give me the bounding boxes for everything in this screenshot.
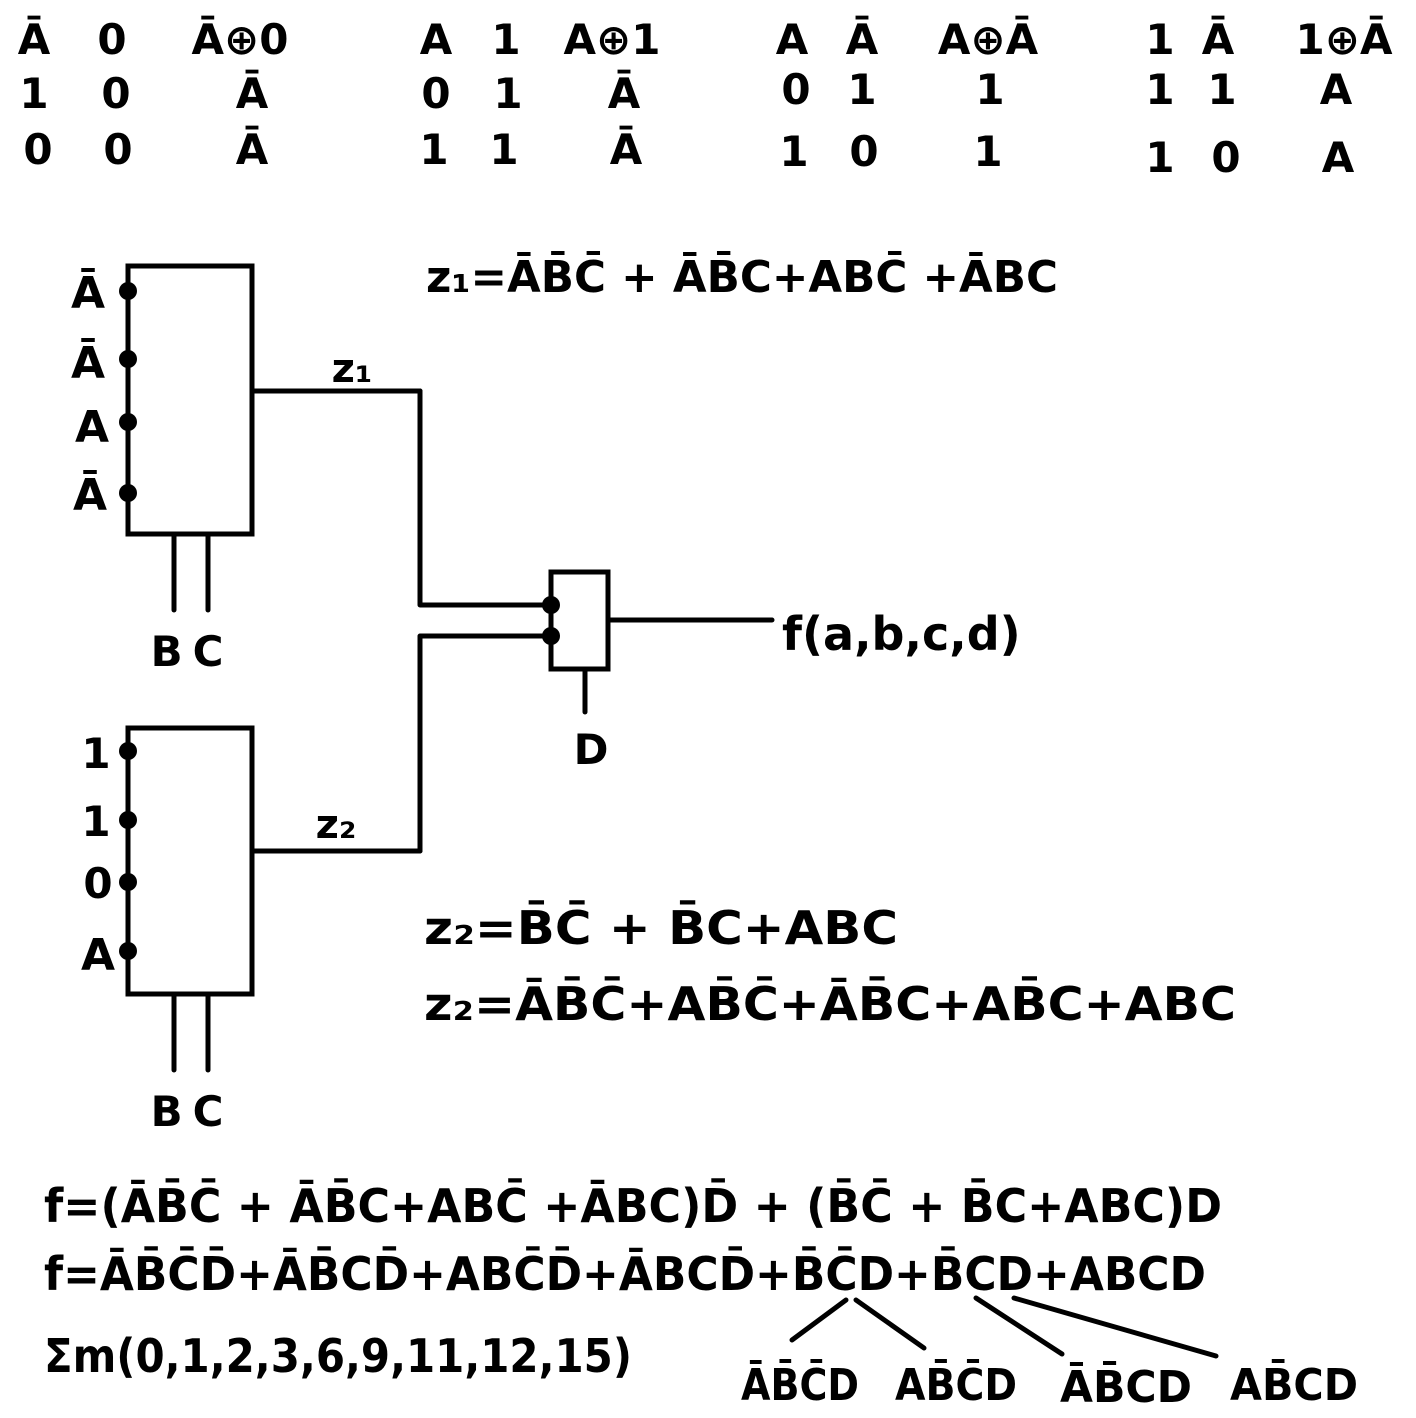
tt4-r1-c3: A xyxy=(1320,65,1353,114)
mux-2-input-3-label: A xyxy=(81,930,115,981)
mux-1: Ā Ā A Ā BC z₁ xyxy=(71,263,423,676)
mux-1-input-3-dot xyxy=(119,484,137,502)
tt1-header-3: Ā⊕0 xyxy=(192,15,289,64)
tt1-r1-c3: Ā xyxy=(236,69,269,118)
wire-z1-to-final-mux xyxy=(417,388,554,608)
mux-final-input-0-dot xyxy=(542,596,560,614)
tt3-r2-c2: 0 xyxy=(849,127,878,176)
tt4-r1-c2: 1 xyxy=(1207,65,1236,114)
mux-final-output-label: f(a,b,c,d) xyxy=(782,607,1021,661)
branch-line-1 xyxy=(789,1297,849,1343)
tt2-r1-c1: 0 xyxy=(421,69,450,118)
mux-1-input-0-label: Ā xyxy=(71,267,105,319)
expansion-term-3: ĀB̄CD xyxy=(1060,1359,1192,1413)
mux-2-select-label: BC xyxy=(151,1087,234,1136)
mux-1-input-2-label: A xyxy=(75,402,109,453)
tt3-header-1: A xyxy=(776,15,809,64)
equation-f-sop: f=ĀB̄C̄D̄+ĀB̄CD̄+ABC̄D̄+ĀBCD̄+B̄C̄D+B̄CD… xyxy=(44,1246,1206,1301)
branch-line-4 xyxy=(1011,1295,1219,1359)
tt2-header-3: A⊕1 xyxy=(564,15,661,64)
expansion-term-2: AB̄C̄D xyxy=(895,1357,1017,1411)
mux-final: D f(a,b,c,d) xyxy=(542,569,1021,774)
expansion-term-4: AB̄CD xyxy=(1230,1357,1358,1411)
tt2-r2-c3: Ā xyxy=(610,125,643,174)
equation-z2-expanded: z₂=ĀB̄C̄+AB̄C̄+ĀB̄C+AB̄C+ABC xyxy=(424,976,1236,1031)
tt2-r2-c1: 1 xyxy=(419,125,448,174)
tt1-header-1: Ā xyxy=(18,15,51,64)
truth-table-3: A Ā A⊕Ā 0 1 1 1 0 1 xyxy=(776,15,1039,176)
tt4-r2-c3: A xyxy=(1322,133,1355,182)
mux-1-input-2-dot xyxy=(119,413,137,431)
wire-z2-to-final-mux xyxy=(417,633,554,854)
mux-2-output-label: z₂ xyxy=(316,802,357,848)
tt1-r2-c3: Ā xyxy=(236,125,269,174)
mux-2-input-0-label: 1 xyxy=(81,729,110,778)
tt3-header-3: A⊕Ā xyxy=(938,15,1039,64)
mux-2-input-1-label: 1 xyxy=(81,797,110,846)
tt1-r1-c1: 1 xyxy=(19,69,48,118)
tt2-header-2: 1 xyxy=(491,15,520,64)
tt4-header-2: Ā xyxy=(1202,15,1235,64)
mux-1-input-1-label: Ā xyxy=(71,337,105,389)
tt3-r2-c1: 1 xyxy=(779,127,808,176)
tt1-r2-c1: 0 xyxy=(23,125,52,174)
expansion-term-1: ĀB̄C̄D xyxy=(741,1357,859,1411)
mux-2-input-0-dot xyxy=(119,742,137,760)
truth-table-2: A 1 A⊕1 0 1 Ā 1 1 Ā xyxy=(419,15,660,174)
tt2-header-1: A xyxy=(420,15,453,64)
tt3-r2-c3: 1 xyxy=(973,127,1002,176)
mux-2-input-2-label: 0 xyxy=(83,859,112,908)
mux-1-output-label: z₁ xyxy=(332,346,373,392)
mux-2-body xyxy=(125,725,255,997)
tt2-r2-c2: 1 xyxy=(489,125,518,174)
branch-line-2 xyxy=(853,1297,927,1351)
tt1-r2-c2: 0 xyxy=(103,125,132,174)
mux-2-input-2-dot xyxy=(119,873,137,891)
tt3-header-2: Ā xyxy=(846,15,879,64)
mux-1-input-1-dot xyxy=(119,350,137,368)
mux-1-input-3-label: Ā xyxy=(73,469,107,521)
minterm-list: Σm(0,1,2,3,6,9,11,12,15) xyxy=(44,1329,632,1383)
tt4-header-1: 1 xyxy=(1145,15,1174,64)
tt2-r1-c3: Ā xyxy=(608,69,641,118)
tt3-r1-c2: 1 xyxy=(847,65,876,114)
tt4-header-3: 1⊕Ā xyxy=(1296,15,1393,64)
equation-z1: z₁=ĀB̄C̄ + ĀB̄C+ABC̄ +ĀBC xyxy=(426,249,1058,303)
tt4-r1-c1: 1 xyxy=(1145,65,1174,114)
mux-2-input-3-dot xyxy=(119,942,137,960)
tt3-r1-c3: 1 xyxy=(975,65,1004,114)
mux-1-select-label: BC xyxy=(151,627,234,676)
mux-1-input-0-dot xyxy=(119,282,137,300)
mux-2-input-1-dot xyxy=(119,811,137,829)
mux-final-body xyxy=(548,569,611,672)
equation-z2-simplified: z₂=B̄C̄ + B̄C+ABC xyxy=(424,900,898,955)
tt4-r2-c2: 0 xyxy=(1211,133,1240,182)
tt2-r1-c2: 1 xyxy=(493,69,522,118)
mux-final-input-1-dot xyxy=(542,627,560,645)
equation-f-mux: f=(ĀB̄C̄ + ĀB̄C+ABC̄ +ĀBC)D̄ + (B̄C̄ + B… xyxy=(44,1178,1222,1233)
tt1-r1-c2: 0 xyxy=(101,69,130,118)
truth-table-1: Ā 0 Ā⊕0 1 0 Ā 0 0 Ā xyxy=(18,15,289,174)
mux-final-select-label: D xyxy=(574,725,609,774)
mux-1-body xyxy=(125,263,255,537)
tt1-header-2: 0 xyxy=(97,15,126,64)
branch-line-3 xyxy=(973,1295,1065,1357)
truth-table-4: 1 Ā 1⊕Ā 1 1 A 1 0 A xyxy=(1145,15,1393,182)
tt3-r1-c1: 0 xyxy=(781,65,810,114)
mux-2: 1 1 0 A BC z₂ xyxy=(81,725,423,1136)
tt4-r2-c1: 1 xyxy=(1145,133,1174,182)
